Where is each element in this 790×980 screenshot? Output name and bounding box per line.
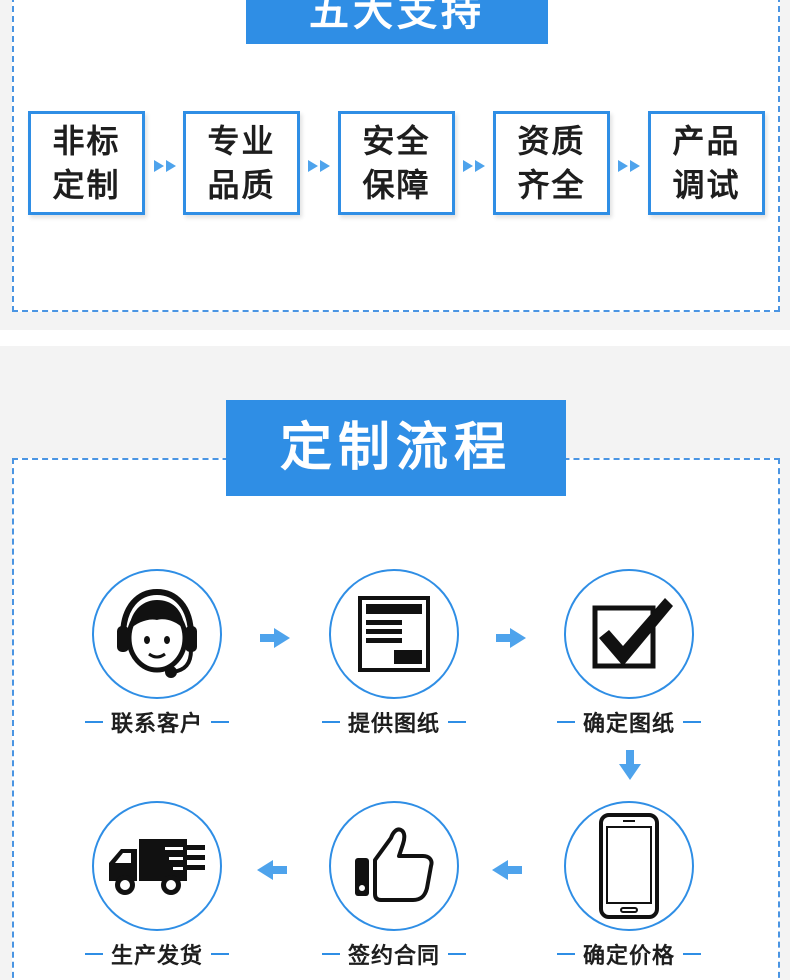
arrow-right-icon bbox=[260, 628, 290, 648]
step-circle-drawing bbox=[329, 569, 459, 699]
label-dash bbox=[84, 721, 103, 723]
step-circle-confirm-price bbox=[564, 801, 694, 931]
support-item-label: 安全 保障 bbox=[362, 122, 431, 204]
step-text: 确定图纸 bbox=[582, 712, 675, 737]
step-label-confirm-drawing: 确定图纸 bbox=[539, 707, 719, 737]
support-item-quality: 专业 品质 bbox=[183, 111, 300, 215]
double-arrow-icon bbox=[463, 160, 485, 172]
process-section: 定制流程 联系客户 bbox=[0, 346, 790, 980]
support-item-custom: 非标 定制 bbox=[28, 111, 145, 215]
step-label-delivery: 生产发货 bbox=[67, 939, 247, 969]
step-label-contract: 签约合同 bbox=[304, 939, 484, 969]
headset-icon bbox=[117, 588, 197, 678]
label-dash bbox=[321, 721, 340, 723]
support-item-debugging: 产品 调试 bbox=[648, 111, 765, 215]
double-arrow-icon bbox=[308, 160, 330, 172]
support-item-safety: 安全 保障 bbox=[338, 111, 455, 215]
support-section: 五大支持 非标 定制 专业 品质 安全 保障 资质 齐全 产品 调试 bbox=[0, 0, 790, 330]
label-dash bbox=[448, 953, 466, 955]
arrow-right-icon bbox=[496, 628, 526, 648]
step-text: 提供图纸 bbox=[347, 712, 440, 737]
double-arrow-icon bbox=[618, 160, 640, 172]
label-dash bbox=[211, 721, 229, 723]
support-item-label: 专业 品质 bbox=[207, 122, 276, 204]
step-label-confirm-price: 确定价格 bbox=[539, 939, 719, 969]
label-dash bbox=[683, 721, 701, 723]
label-dash bbox=[556, 721, 575, 723]
step-label-drawing: 提供图纸 bbox=[304, 707, 484, 737]
checkmark-icon bbox=[592, 598, 673, 669]
process-title: 定制流程 bbox=[279, 418, 512, 478]
double-arrow-icon bbox=[154, 160, 176, 172]
step-circle-contact bbox=[92, 569, 222, 699]
step-circle-delivery bbox=[92, 801, 222, 931]
thumbs-up-icon bbox=[355, 827, 434, 902]
label-dash bbox=[683, 953, 701, 955]
step-text: 确定价格 bbox=[582, 944, 675, 969]
label-dash bbox=[556, 953, 575, 955]
support-title: 五大支持 bbox=[309, 0, 485, 35]
step-text: 签约合同 bbox=[347, 944, 440, 969]
step-text: 联系客户 bbox=[110, 712, 203, 737]
arrow-down-icon bbox=[619, 750, 641, 780]
arrow-left-icon bbox=[257, 860, 287, 880]
label-dash bbox=[84, 953, 103, 955]
step-circle-confirm-drawing bbox=[564, 569, 694, 699]
support-item-label: 非标 定制 bbox=[52, 122, 121, 204]
support-item-label: 产品 调试 bbox=[672, 122, 741, 204]
step-circle-contract bbox=[329, 801, 459, 931]
label-dash bbox=[211, 953, 229, 955]
drawing-icon bbox=[358, 596, 430, 672]
step-label-contact: 联系客户 bbox=[67, 707, 247, 737]
support-title-banner: 五大支持 bbox=[246, 0, 548, 44]
delivery-truck-icon bbox=[109, 839, 205, 895]
phone-icon bbox=[599, 813, 659, 919]
arrow-left-icon bbox=[492, 860, 522, 880]
label-dash bbox=[448, 721, 466, 723]
step-text: 生产发货 bbox=[110, 944, 203, 969]
label-dash bbox=[321, 953, 340, 955]
support-item-label: 资质 齐全 bbox=[517, 122, 586, 204]
process-title-banner: 定制流程 bbox=[226, 400, 566, 496]
support-item-qualification: 资质 齐全 bbox=[493, 111, 610, 215]
